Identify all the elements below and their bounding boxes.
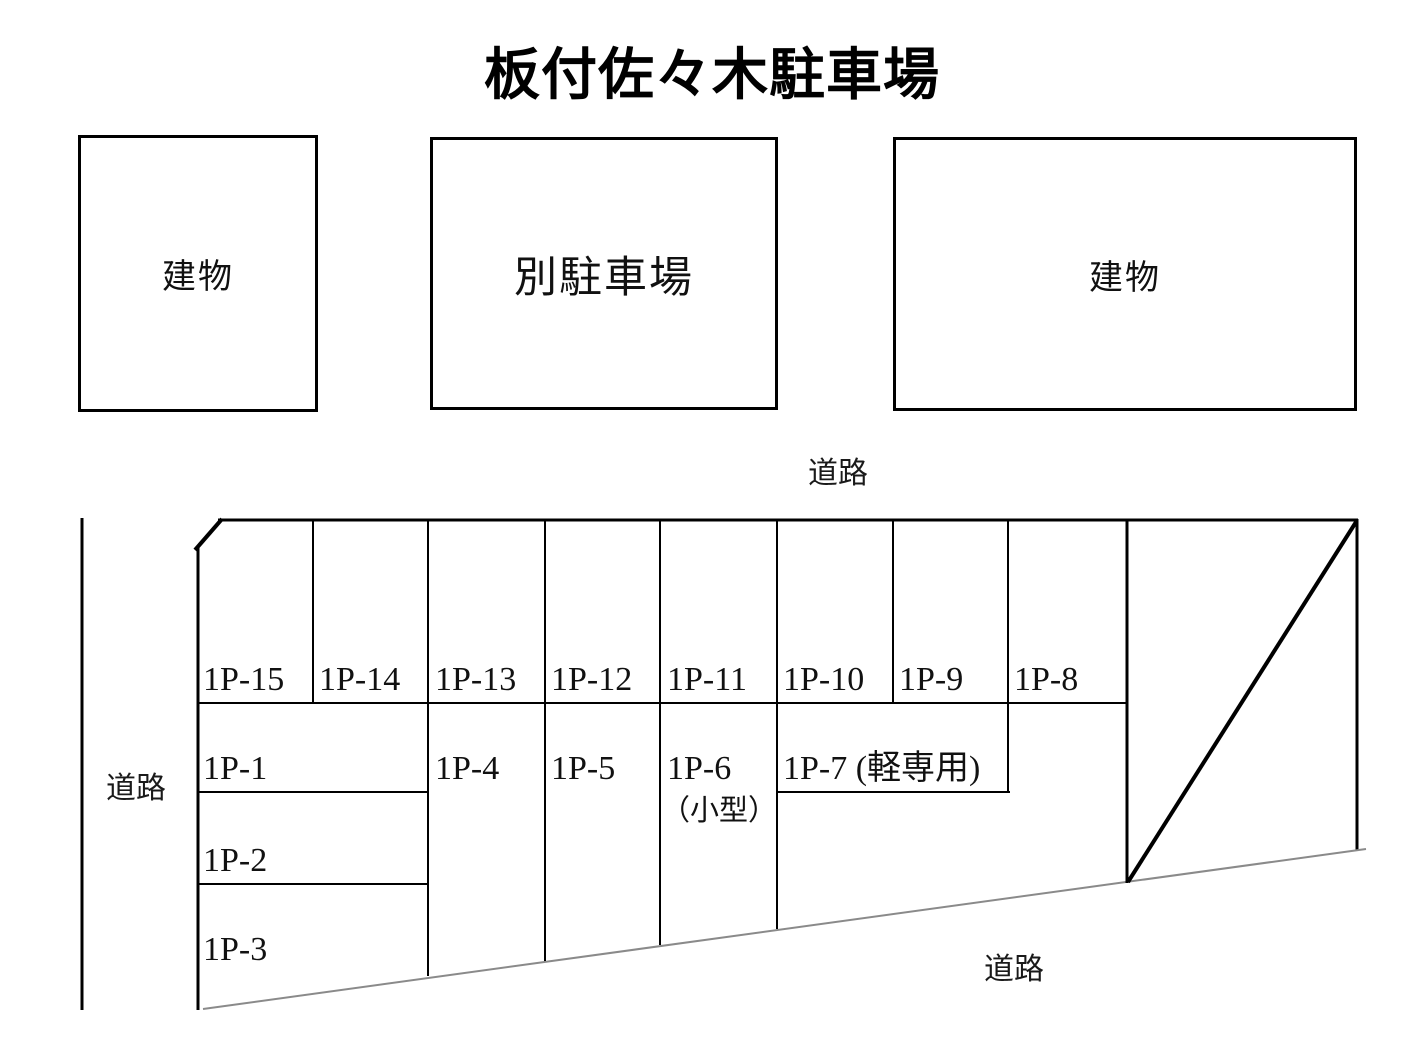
space-label-1p-13: 1P-13 [435,661,517,698]
space-label-1p-11: 1P-11 [667,661,747,698]
road-edge-diagonal-line [202,848,1367,1010]
space-sublabel-1p-6-small: （小型） [661,795,778,827]
lot-corner-chamfer [193,517,224,552]
space-label-1p-1: 1P-1 [203,750,268,787]
space-label-1p-3: 1P-3 [203,931,268,968]
road-label-bottom: 道路 [984,953,1044,986]
separate-parking-box: 別駐車場 [430,137,778,410]
space-label-1p-8: 1P-8 [1014,661,1079,698]
space-label-1p-10: 1P-10 [783,661,865,698]
slope-diagonal-line [1126,520,1358,884]
space-label-1p-5: 1P-5 [551,750,616,787]
road-label-top: 道路 [808,457,868,490]
space-label-1p-15: 1P-15 [203,661,285,698]
space-label-1p-7: 1P-7 (軽専用) [783,750,981,787]
building-right-label: 建物 [1089,259,1161,297]
space-label-1p-2: 1P-2 [203,842,268,879]
space-label-1p-9: 1P-9 [899,661,964,698]
space-label-1p-6: 1P-6 [667,750,732,787]
space-label-1p-12: 1P-12 [551,661,633,698]
space-label-1p-4: 1P-4 [435,750,500,787]
space-label-1p-14: 1P-14 [319,661,401,698]
road-label-left: 道路 [106,772,166,805]
page-title: 板付佐々木駐車場 [484,43,940,106]
building-left-label: 建物 [162,259,234,296]
building-left-box: 建物 [78,135,318,412]
separate-parking-label: 別駐車場 [514,254,694,302]
building-right-box: 建物 [893,137,1357,411]
